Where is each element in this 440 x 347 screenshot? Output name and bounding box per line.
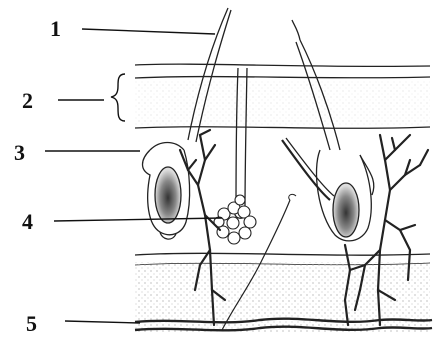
label-2: 2 xyxy=(22,88,33,113)
epidermis-stipple xyxy=(135,80,430,126)
leader-line-5 xyxy=(65,321,140,323)
epidermis-inner-line xyxy=(135,77,430,78)
leader-line-4 xyxy=(54,218,222,221)
label-4: 4 xyxy=(22,209,33,234)
hair-follicle-right xyxy=(282,20,374,241)
hair-bulb-left xyxy=(155,167,181,223)
label-5: 5 xyxy=(26,311,37,336)
epidermis-bottom-line xyxy=(135,127,430,129)
hair-bulb-right xyxy=(333,183,359,237)
label-1: 1 xyxy=(50,16,61,41)
epidermis-top-line xyxy=(135,64,430,66)
leader-line-1 xyxy=(82,29,215,34)
label-3: 3 xyxy=(14,140,25,165)
dermis-lower-line-1 xyxy=(135,253,430,255)
brace-2 xyxy=(111,74,125,121)
sweat-gland xyxy=(214,195,256,244)
